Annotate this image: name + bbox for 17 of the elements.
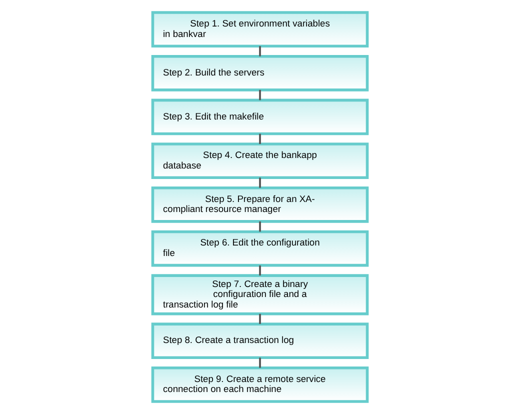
node-box: Step 3. Edit the makefile	[150, 98, 368, 136]
node-box: Step 4. Create the bankapp database	[150, 142, 368, 180]
node-box: Step 1. Set environment variables in bankvar	[150, 11, 368, 48]
connector	[258, 134, 260, 144]
node-box: Step 2. Build the servers	[150, 54, 368, 92]
connector	[258, 314, 260, 324]
connector	[258, 265, 260, 276]
connector	[258, 358, 260, 368]
connector	[258, 46, 260, 56]
connector	[258, 178, 260, 188]
connector	[258, 90, 260, 100]
node-box: Step 6. Edit the configuration file	[150, 230, 368, 267]
node-box: Step 7. Create a binary configuration file and a transaction log file	[150, 274, 368, 316]
node-box: Step 9. Create a remote service connection on each machine	[150, 366, 368, 403]
node-box: Step 5. Prepare for an XA-compliant resource manager	[150, 186, 368, 223]
node-box: Step 8. Create a transaction log	[150, 322, 368, 360]
connector	[258, 221, 260, 232]
